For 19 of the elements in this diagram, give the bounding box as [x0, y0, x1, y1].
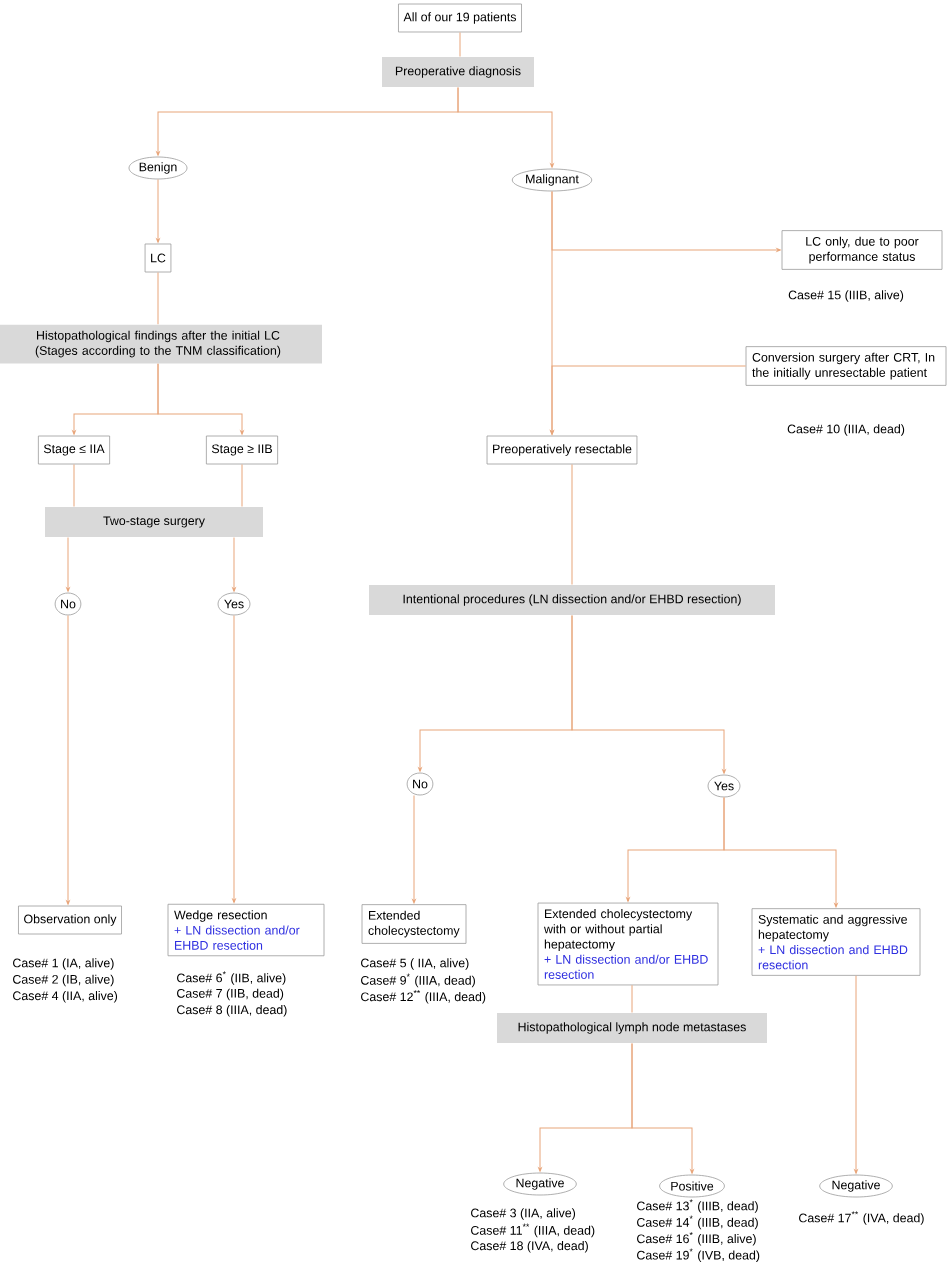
arrow	[66, 614, 70, 905]
connector-line	[571, 463, 573, 586]
arrow	[457, 86, 554, 168]
arrow	[66, 536, 70, 592]
connector-line	[631, 984, 633, 1014]
arrow	[412, 794, 416, 904]
arrow	[723, 796, 838, 908]
connector-line	[459, 31, 461, 58]
arrow	[232, 536, 236, 592]
arrow	[156, 178, 160, 243]
connector-line	[73, 463, 75, 508]
arrow	[854, 975, 858, 1174]
arrow	[232, 614, 236, 903]
arrow	[157, 363, 244, 435]
connector-line	[157, 271, 159, 325]
arrow	[571, 614, 726, 774]
connector-line	[241, 463, 243, 508]
arrow	[550, 365, 747, 435]
arrow	[631, 1042, 694, 1174]
